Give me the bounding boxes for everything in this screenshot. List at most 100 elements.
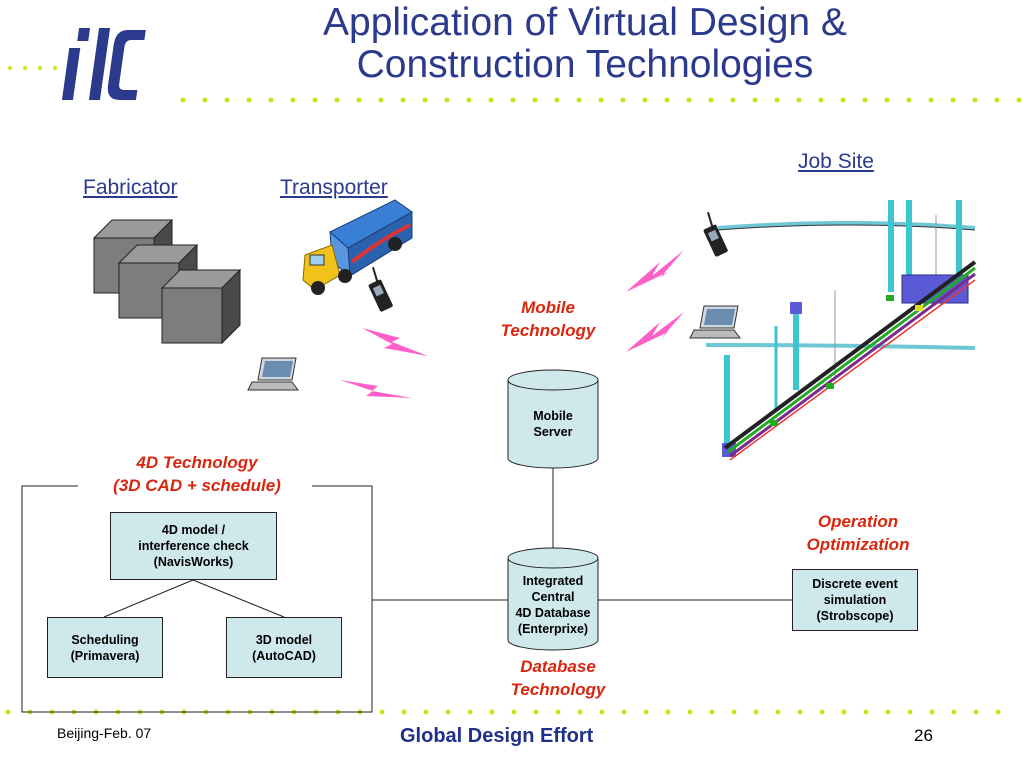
separator-dot	[356, 97, 362, 103]
separator-dot	[400, 97, 406, 103]
separator-dot	[797, 709, 803, 715]
fabricator-label: Fabricator	[83, 176, 178, 199]
separator-dot	[819, 709, 825, 715]
integrated-db-line-2: Central	[531, 590, 575, 604]
separator-dot	[664, 97, 670, 103]
fourd-model-line-2: interference check	[138, 539, 249, 553]
scheduling-line-1: Scheduling	[71, 632, 139, 647]
separator-dot	[224, 97, 230, 103]
separator-dot	[555, 709, 561, 715]
separator-dot	[511, 709, 517, 715]
fourd-model-line-3: (NavisWorks)	[153, 555, 234, 569]
fourd-technology-frame	[21, 485, 373, 713]
separator-dot	[929, 709, 935, 715]
integrated-db-line-1: Integrated	[522, 574, 584, 588]
separator-dot	[731, 709, 737, 715]
separator-dot	[599, 709, 605, 715]
database-technology-line-2: Technology	[510, 680, 606, 699]
separator-dot	[884, 97, 890, 103]
separator-dot	[621, 709, 627, 715]
separator-dot	[774, 97, 780, 103]
separator-dot	[841, 709, 847, 715]
separator-dot	[379, 709, 385, 715]
database-technology-line-1: Database	[520, 657, 596, 676]
job-site-label: Job Site	[798, 150, 874, 173]
fourd-technology-line-2: (3D CAD + schedule)	[113, 476, 281, 495]
separator-dot	[686, 97, 692, 103]
separator-dot	[928, 97, 934, 103]
scheduling-box: Scheduling (Primavera)	[47, 617, 163, 678]
separator-dot	[467, 709, 473, 715]
separator-dot	[8, 66, 12, 70]
separator-dot	[752, 97, 758, 103]
separator-dot	[885, 709, 891, 715]
mobile-phone-icon	[368, 266, 393, 312]
discrete-event-line-3: (Strobscope)	[816, 609, 894, 623]
mobile-phone-icon	[703, 211, 728, 257]
separator-dot	[972, 97, 978, 103]
separator-dot	[445, 709, 451, 715]
mobile-server-text: Mobile Server	[508, 408, 598, 440]
fourd-model-line-1: 4D model /	[161, 523, 226, 537]
integrated-db-line-3: 4D Database	[515, 606, 591, 620]
separator-dot	[708, 97, 714, 103]
top-dotted-line	[8, 66, 1022, 103]
threed-model-box: 3D model (AutoCAD)	[226, 617, 342, 678]
fabricator-cubes-icon	[92, 218, 242, 345]
truck-icon	[302, 199, 413, 295]
scheduling-line-2: (Primavera)	[70, 648, 140, 663]
mobile-technology-line-2: Technology	[500, 321, 596, 340]
separator-dot	[533, 709, 539, 715]
separator-dot	[38, 66, 42, 70]
separator-dot	[422, 97, 428, 103]
separator-dot	[796, 97, 802, 103]
title-line-2: Construction Technologies	[356, 43, 814, 86]
mobile-server-cylinder	[507, 369, 599, 469]
separator-dot	[488, 97, 494, 103]
separator-dot	[576, 97, 582, 103]
page-number: 26	[914, 726, 933, 745]
separator-dot	[994, 97, 1000, 103]
separator-dot	[995, 709, 1001, 715]
separator-dot	[334, 97, 340, 103]
integrated-database-text: Integrated Central 4D Database (Enterpri…	[506, 573, 600, 637]
operation-optimization-line-1: Operation	[817, 512, 899, 531]
separator-dot	[642, 97, 648, 103]
separator-dot	[489, 709, 495, 715]
mobile-technology-line-1: Mobile	[521, 298, 575, 317]
separator-dot	[510, 97, 516, 103]
separator-dot	[665, 709, 671, 715]
separator-dot	[5, 709, 11, 715]
title-line-1: Application of Virtual Design &	[323, 1, 847, 44]
database-technology-label: Database Technology	[488, 655, 628, 701]
separator-dot	[620, 97, 626, 103]
separator-dot	[753, 709, 759, 715]
separator-dot	[312, 97, 318, 103]
separator-dot	[401, 709, 407, 715]
separator-dot	[643, 709, 649, 715]
discrete-event-line-1: Discrete event	[812, 577, 898, 591]
separator-dot	[290, 97, 296, 103]
separator-dot	[53, 66, 57, 70]
separator-dot	[818, 97, 824, 103]
separator-dot	[532, 97, 538, 103]
operation-optimization-label: Operation Optimization	[778, 510, 938, 556]
separator-dot	[378, 97, 384, 103]
diagram-connectors	[103, 466, 792, 618]
separator-dot	[950, 97, 956, 103]
fourd-technology-label: 4D Technology (3D CAD + schedule)	[82, 451, 312, 497]
separator-dot	[466, 97, 472, 103]
separator-dot	[554, 97, 560, 103]
ilc-logo	[61, 28, 146, 100]
separator-dot	[423, 709, 429, 715]
job-site-structure-illustration	[705, 200, 977, 461]
separator-dot	[23, 66, 27, 70]
mobile-technology-label: Mobile Technology	[478, 296, 618, 342]
laptop-icon	[247, 357, 299, 391]
mobile-server-line-1: Mobile	[533, 409, 573, 423]
separator-dot	[202, 97, 208, 103]
separator-dot	[598, 97, 604, 103]
separator-dot	[863, 709, 869, 715]
slide-title: Application of Virtual Design & Construc…	[230, 2, 940, 86]
